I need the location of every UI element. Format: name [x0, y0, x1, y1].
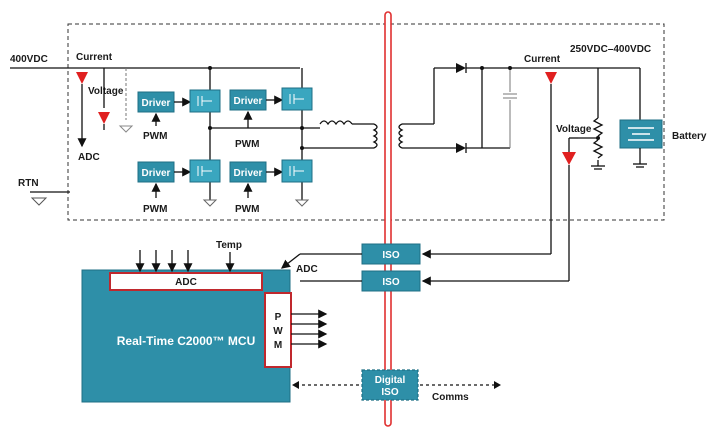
- transformer-primary-icon: [372, 123, 378, 149]
- current-sensor-out-icon: [545, 72, 557, 84]
- voltage-in-label: Voltage: [88, 86, 124, 97]
- adc-mid-label: ADC: [296, 264, 318, 275]
- output-range-label: 250VDC–400VDC: [570, 44, 651, 55]
- pwm-label-3: PWM: [143, 204, 167, 215]
- mcu-label: Real-Time C2000™ MCU: [117, 334, 256, 348]
- rtn-label: RTN: [18, 178, 39, 189]
- transformer-secondary-icon: [398, 123, 404, 149]
- temp-label: Temp: [216, 240, 242, 251]
- svg-text:ISO: ISO: [381, 387, 398, 398]
- power-stage-boundary: [67, 23, 665, 221]
- svg-text:P: P: [275, 312, 282, 323]
- rtn-ground-icon: [30, 197, 48, 206]
- input-voltage-label: 400VDC: [10, 54, 48, 65]
- mcu-block: [81, 269, 291, 403]
- svg-text:Driver: Driver: [234, 96, 263, 107]
- diode-1-icon: [456, 63, 466, 73]
- svg-text:Driver: Driver: [142, 168, 171, 179]
- battery-label: Battery: [672, 131, 707, 142]
- pwm-label-4: PWM: [235, 204, 259, 215]
- resistor-2-icon: [592, 139, 604, 159]
- pwm-label-1: PWM: [143, 131, 167, 142]
- isolation-barrier: [384, 11, 392, 427]
- digital-iso-block: [361, 369, 419, 401]
- ground-icon: [294, 199, 310, 207]
- voltage-sensor-in-icon: [98, 112, 110, 124]
- diode-2-icon: [456, 143, 466, 153]
- resonant-inductor-icon: [319, 120, 353, 126]
- svg-text:ISO: ISO: [382, 277, 399, 288]
- svg-text:Driver: Driver: [234, 168, 263, 179]
- current-out-label: Current: [524, 54, 561, 65]
- voltage-out-label: Voltage: [556, 124, 592, 135]
- current-in-label: Current: [76, 52, 113, 63]
- voltage-sensor-out-icon: [562, 152, 576, 165]
- svg-text:Driver: Driver: [142, 98, 171, 109]
- svg-text:W: W: [273, 326, 283, 337]
- svg-text:M: M: [274, 340, 282, 351]
- adc-left-label: ADC: [78, 152, 100, 163]
- svg-text:ISO: ISO: [382, 250, 399, 261]
- svg-text:ADC: ADC: [175, 277, 197, 288]
- ground-icon: [202, 199, 218, 207]
- ground-icon: [118, 125, 134, 133]
- pwm-label-2: PWM: [235, 139, 259, 150]
- mcu-adc-block: [109, 272, 263, 291]
- svg-text:Digital: Digital: [375, 375, 406, 386]
- current-sensor-in-icon: [76, 72, 88, 84]
- comms-label: Comms: [432, 392, 469, 403]
- mcu-pwm-block: [264, 292, 292, 368]
- resistor-1-icon: [592, 117, 604, 137]
